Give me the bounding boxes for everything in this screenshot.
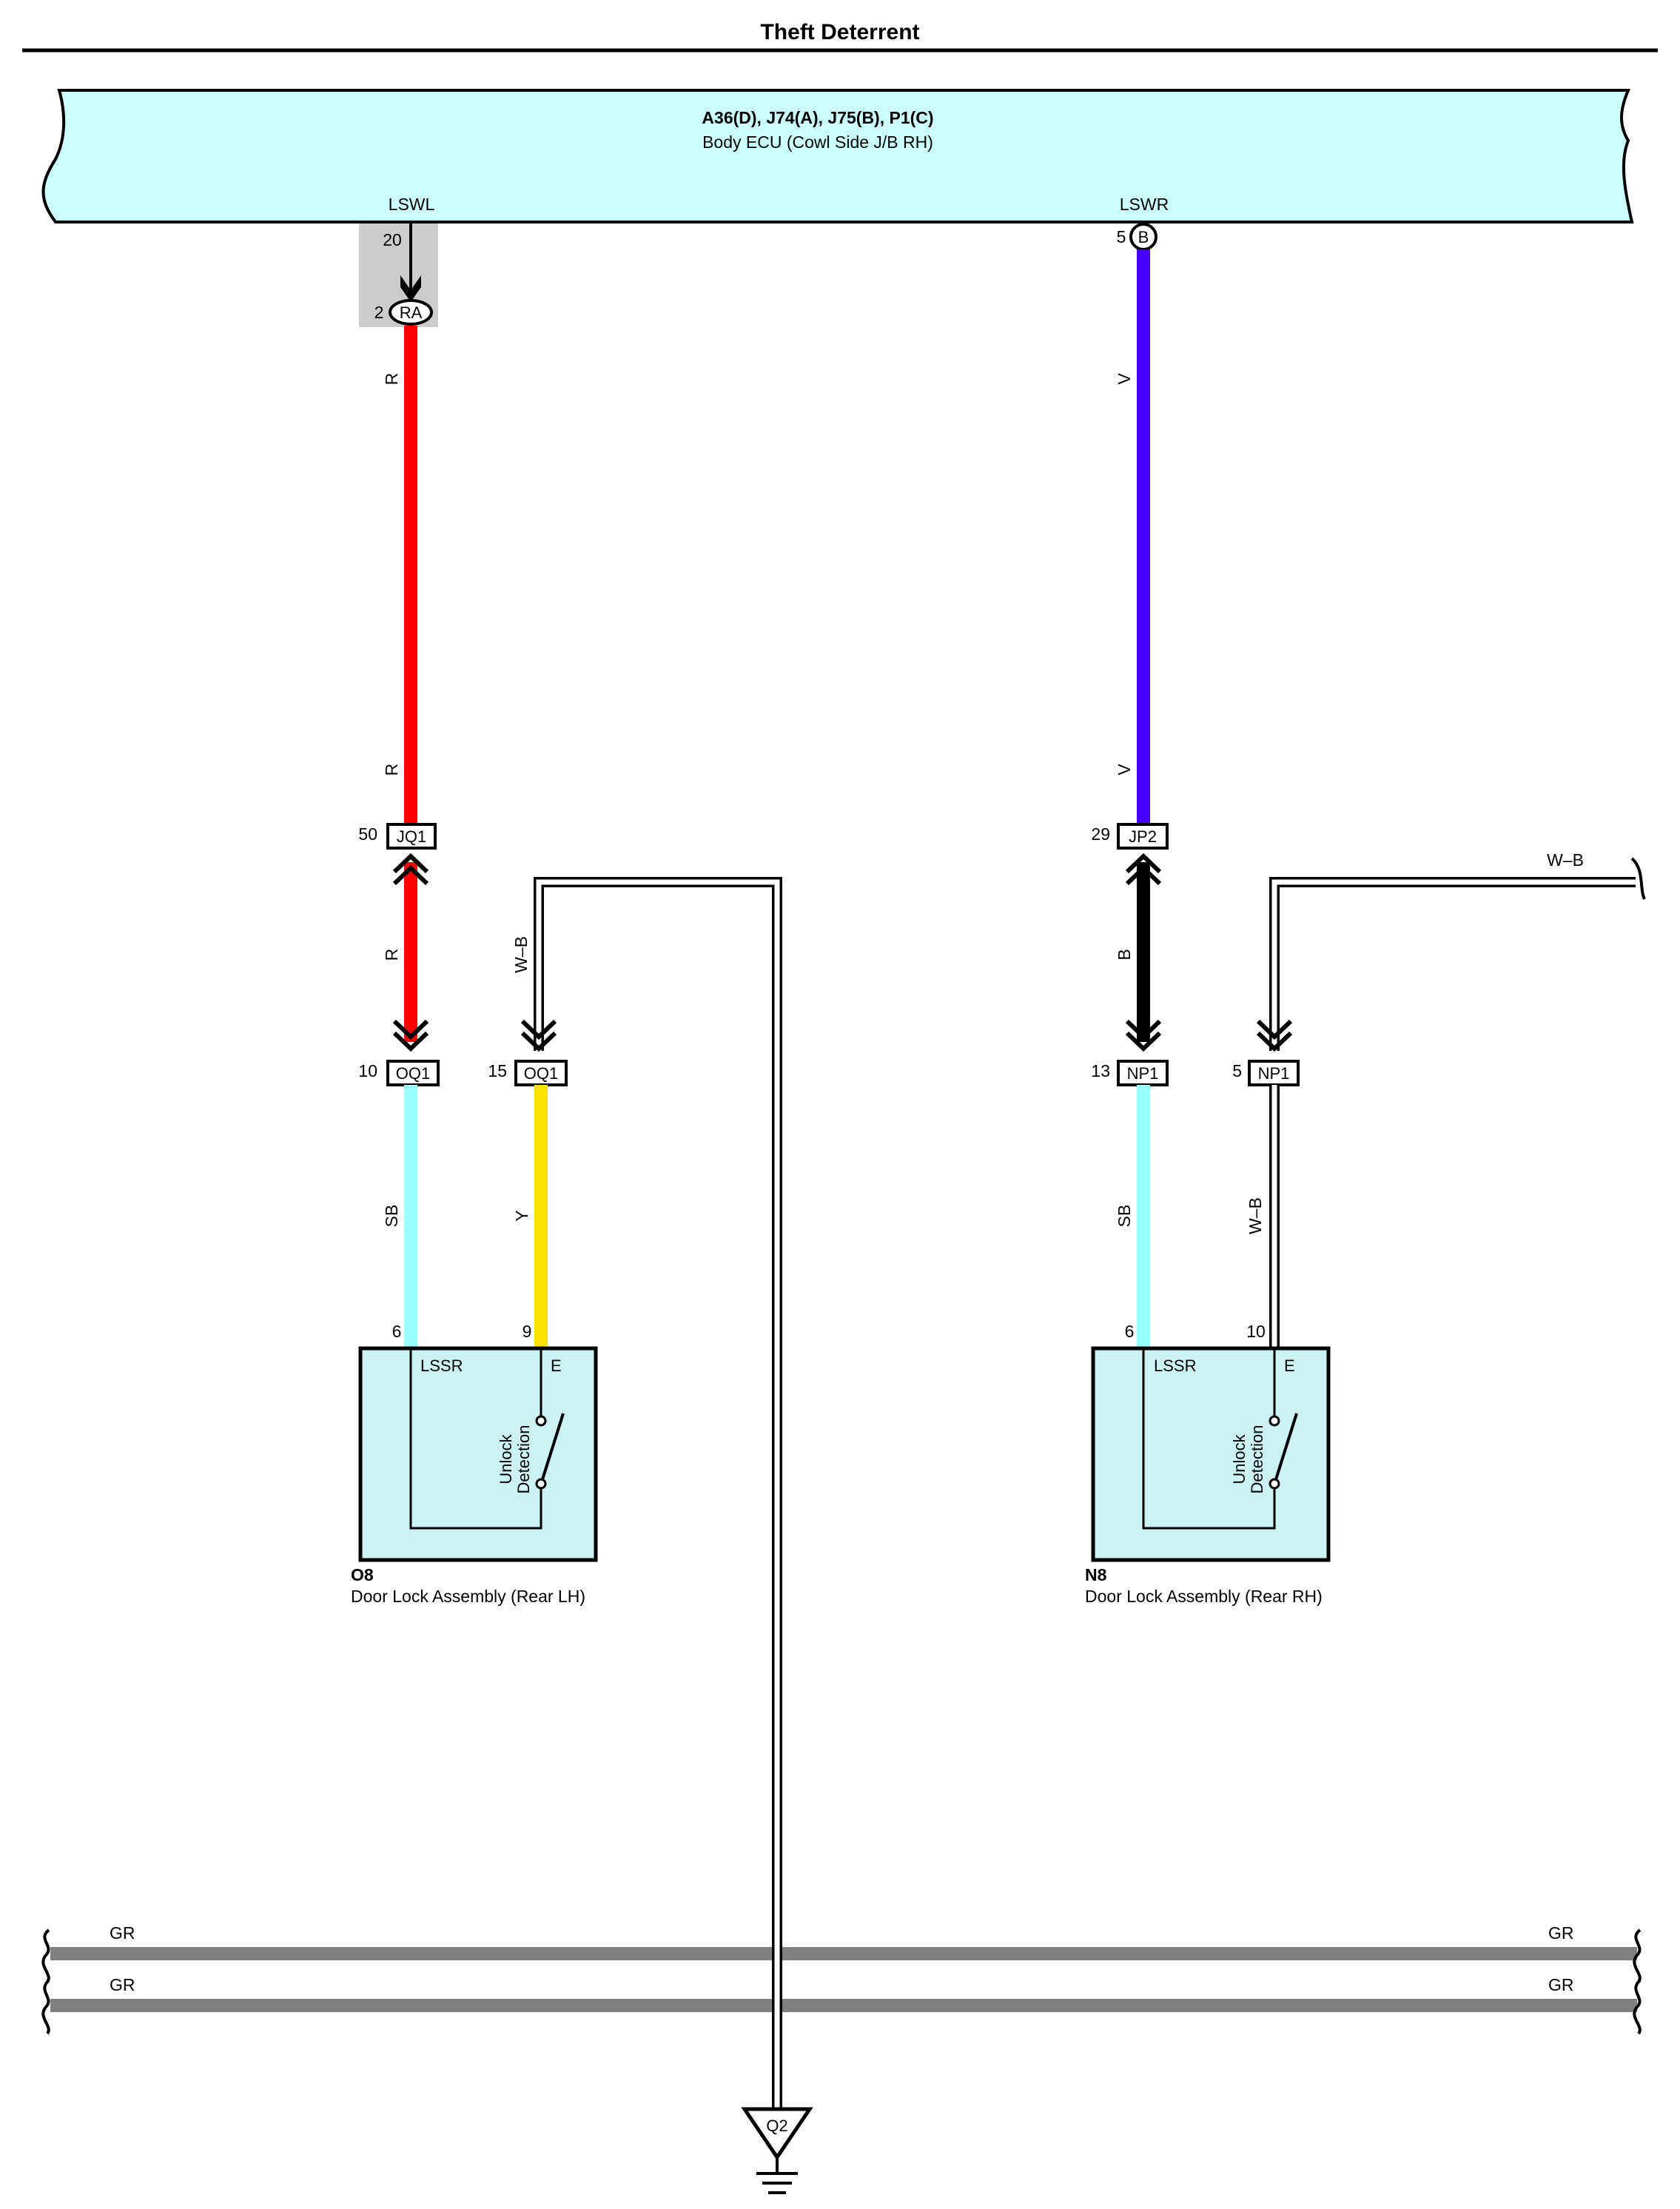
n8-switch-contact-top — [1269, 1415, 1280, 1427]
n8-switch-label-1: Unlock — [1230, 1433, 1249, 1484]
wire-label-sb-right: SB — [1115, 1205, 1134, 1228]
o8-internal-circuit — [409, 1348, 542, 1530]
wire-label-r2: R — [382, 764, 401, 776]
component-n8 — [1091, 1346, 1331, 1562]
connector-jq1-label: JQ1 — [397, 827, 426, 846]
ground-triangle — [741, 2107, 813, 2161]
connector-oq1-b-label: OQ1 — [524, 1064, 558, 1083]
junction-pin-2: 2 — [374, 303, 384, 322]
o8-terminal-lssr: LSSR — [420, 1356, 463, 1375]
n8-switch-blade — [1274, 1413, 1298, 1480]
n8-id: N8 — [1085, 1565, 1107, 1584]
oq1-pin-15: 15 — [488, 1061, 507, 1080]
bus-label-2-left: GR — [110, 1975, 135, 1994]
n8-switch-label-2: Detection — [1248, 1425, 1266, 1494]
ecu-name: Body ECU (Cowl Side J/B RH) — [702, 132, 933, 152]
o8-name: Door Lock Assembly (Rear LH) — [351, 1587, 585, 1606]
wire-label-wb-vertical: W–B — [1246, 1197, 1265, 1234]
n8-name: Door Lock Assembly (Rear RH) — [1085, 1587, 1323, 1606]
component-o8 — [358, 1346, 598, 1562]
ground-icon — [756, 2172, 798, 2194]
wire-label-b-bridge: B — [1115, 949, 1134, 960]
ecu-connector-b-label: B — [1138, 228, 1149, 246]
comp-pin-9-left: 9 — [523, 1322, 532, 1341]
chevron-down-oq1 — [392, 1019, 429, 1052]
wire-label-r1: R — [382, 373, 401, 386]
wire-wb-right-inner — [1271, 879, 1636, 1051]
connector-jp2 — [1117, 823, 1169, 850]
connector-oq1-b — [514, 1060, 568, 1086]
ecu-terminal-lswr: LSWR — [1120, 195, 1169, 214]
wire-break-right — [1630, 857, 1646, 900]
junction-ra-label: RA — [400, 303, 423, 322]
wire-label-sb-left: SB — [382, 1205, 401, 1228]
ecu-pin-20: 20 — [383, 230, 402, 249]
wire-wb-right — [1269, 877, 1636, 1051]
comp-pin-10-right: 10 — [1246, 1322, 1266, 1341]
ecu-band — [41, 89, 1634, 223]
connector-np1-b-label: NP1 — [1258, 1064, 1290, 1083]
chevron-up-jp2 — [1125, 853, 1162, 886]
np1-pin-5: 5 — [1232, 1061, 1242, 1080]
chevron-down-np1-b — [1256, 1019, 1293, 1052]
o8-switch-blade — [541, 1413, 565, 1480]
o8-switch-contact-bottom — [535, 1478, 547, 1490]
n8-internal-circuit — [1142, 1348, 1276, 1530]
n8-terminal-e: E — [1284, 1356, 1295, 1375]
wire-label-v1: V — [1115, 373, 1134, 385]
connector-jp2-label: JP2 — [1129, 827, 1157, 846]
wire-label-wb-top: W–B — [1547, 850, 1584, 870]
comp-pin-6-left: 6 — [392, 1322, 402, 1341]
np1-pin-13: 13 — [1091, 1061, 1110, 1080]
bus-break-right — [1633, 1929, 1642, 2035]
wire-label-wb-left: W–B — [511, 936, 531, 973]
ecu-pin-5: 5 — [1117, 227, 1126, 246]
n8-switch-contact-bottom — [1269, 1478, 1280, 1490]
o8-id: O8 — [351, 1565, 374, 1584]
bus-label-2-right: GR — [1548, 1975, 1574, 1994]
ecu-terminal-lswl: LSWL — [389, 195, 435, 214]
connector-np1-a — [1117, 1060, 1169, 1086]
ground-label: Q2 — [766, 2116, 787, 2135]
jq1-pin: 50 — [358, 824, 377, 844]
page-title: Theft Deterrent — [760, 20, 919, 44]
chevron-up-jq1 — [392, 853, 429, 886]
connector-np1-a-label: NP1 — [1127, 1064, 1159, 1083]
wire-label-v2: V — [1115, 764, 1134, 776]
internal-arrow — [400, 275, 421, 302]
wire-wb-left-inner — [536, 879, 780, 2139]
n8-terminal-lssr: LSSR — [1154, 1356, 1196, 1375]
junction-ra — [389, 299, 433, 326]
o8-switch-contact-top — [535, 1415, 547, 1427]
connector-oq1-a-label: OQ1 — [396, 1064, 430, 1083]
o8-switch-label-2: Detection — [514, 1425, 533, 1494]
o8-terminal-e: E — [551, 1356, 562, 1375]
wire-label-r3: R — [382, 949, 401, 961]
wire-label-y-left: Y — [512, 1210, 531, 1221]
o8-switch-label-1: Unlock — [497, 1433, 515, 1484]
comp-pin-6-right: 6 — [1125, 1322, 1135, 1341]
oq1-pin-10: 10 — [358, 1061, 377, 1080]
chevron-down-np1 — [1125, 1019, 1162, 1052]
bus-break-left — [41, 1929, 50, 2035]
chevron-down-oq1-b — [520, 1019, 557, 1052]
jp2-pin: 29 — [1091, 824, 1110, 844]
ecu-connectors: A36(D), J74(A), J75(B), P1(C) — [702, 108, 933, 127]
connector-jq1 — [386, 823, 437, 850]
bus-label-1-right: GR — [1548, 1923, 1574, 1943]
bus-label-1-left: GR — [110, 1923, 135, 1943]
